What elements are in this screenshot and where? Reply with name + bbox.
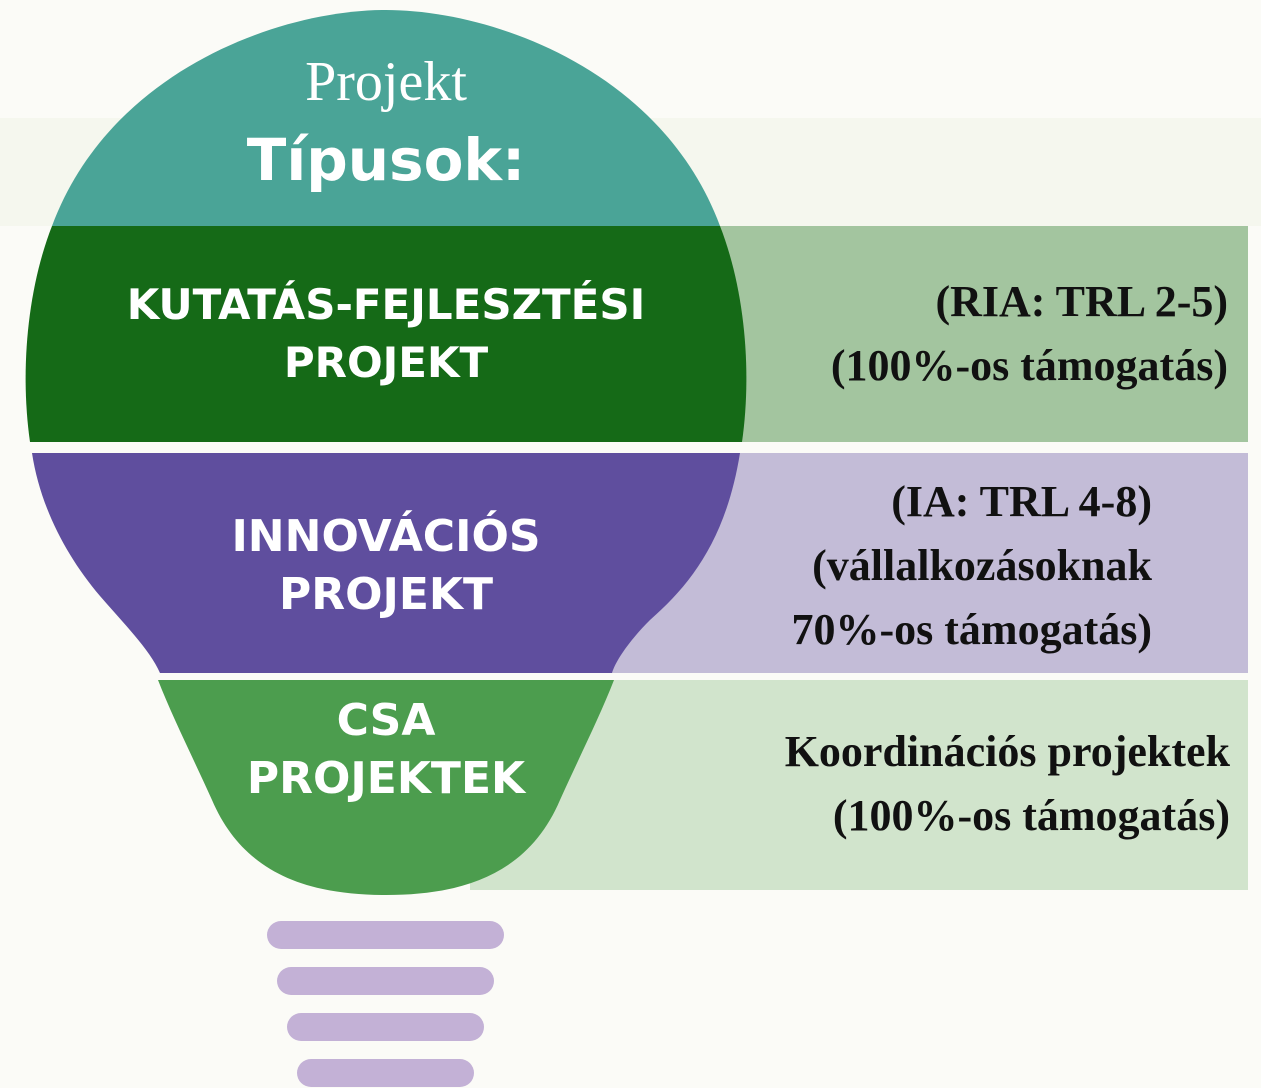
- band-title-research-line1: KUTATÁS-FEJLESZTÉSI: [126, 280, 646, 329]
- band-title-innovation: INNOVÁCIÓS PROJEKT: [136, 508, 636, 624]
- band-title-innovation-line1: INNOVÁCIÓS: [231, 511, 541, 562]
- bulb-base-bar-2: [277, 967, 494, 995]
- desc-csa: Koordinációs projektek (100%-os támogatá…: [660, 720, 1230, 848]
- bulb-base-bar-4: [297, 1059, 474, 1087]
- band-csa: [158, 680, 614, 895]
- band-title-csa: CSA PROJEKTEK: [186, 692, 586, 808]
- desc-innovation-line3: 70%-os támogatás): [791, 605, 1152, 654]
- band-research: [25, 226, 747, 442]
- band-title-research-line2: PROJEKT: [283, 338, 489, 387]
- desc-innovation: (IA: TRL 4-8) (vállalkozásoknak 70%-os t…: [660, 470, 1152, 662]
- header-line-tipusok: Típusok:: [246, 126, 526, 194]
- desc-research-line1: (RIA: TRL 2-5): [935, 277, 1228, 326]
- desc-innovation-line1: (IA: TRL 4-8): [891, 477, 1152, 526]
- header-line-projekt: Projekt: [305, 51, 467, 113]
- bulb-base-bar-3: [287, 1013, 484, 1041]
- bulb-base-bar-1: [267, 921, 504, 949]
- desc-csa-line2: (100%-os támogatás): [832, 791, 1230, 840]
- desc-box-csa: [470, 680, 1248, 890]
- band-title-csa-line2: PROJEKTEK: [246, 753, 526, 804]
- band-title-innovation-line2: PROJEKT: [278, 569, 494, 620]
- desc-research-line2: (100%-os támogatás): [830, 341, 1228, 390]
- band-title-csa-line1: CSA: [336, 695, 436, 746]
- bulb-top: [52, 10, 720, 226]
- desc-innovation-line2: (vállalkozásoknak: [812, 541, 1152, 590]
- band-innovation: [32, 453, 740, 673]
- band-title-research: KUTATÁS-FEJLESZTÉSI PROJEKT: [86, 276, 686, 392]
- desc-research: (RIA: TRL 2-5) (100%-os támogatás): [720, 270, 1228, 398]
- desc-csa-line1: Koordinációs projektek: [784, 727, 1230, 776]
